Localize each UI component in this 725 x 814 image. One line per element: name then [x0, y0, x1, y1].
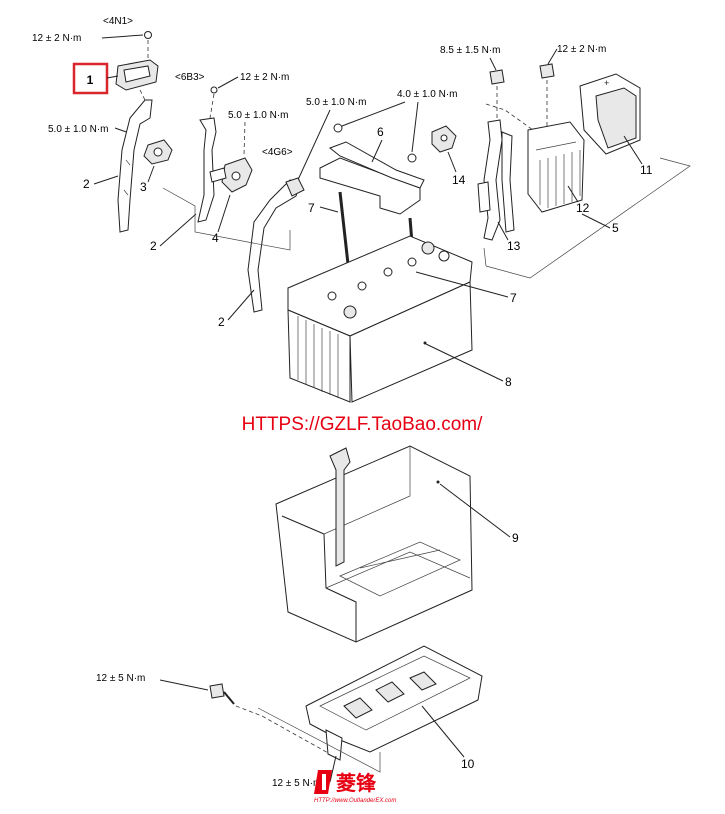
battery-sensor-part-1 — [106, 59, 159, 91]
engine-code-4g6: <4G6> — [262, 147, 293, 158]
battery-cable-part-2-left — [117, 99, 153, 233]
tray-bracket-part-10 — [305, 645, 483, 761]
callout-7a: 7 — [308, 201, 315, 215]
nut-icon — [539, 63, 555, 79]
callout-8: 8 — [505, 375, 512, 389]
callout-13: 13 — [507, 239, 521, 253]
watermark-text: HTTPS://GZLF.TaoBao.com/ — [242, 414, 483, 435]
bolt-icon — [209, 683, 235, 705]
terminal-cover-part-11: + — [579, 73, 641, 155]
callout-3: 3 — [140, 180, 147, 194]
callout-2a: 2 — [83, 177, 90, 191]
callout-2b: 2 — [150, 239, 157, 253]
callout-7b: 7 — [510, 291, 517, 305]
battery-cable-part-2-right — [247, 177, 305, 313]
callout-1-highlight-box — [72, 62, 109, 95]
torque-center-4: 4.0 ± 1.0 N·m — [397, 89, 458, 100]
engine-code-6b3: <6B3> — [175, 72, 205, 83]
callout-2c: 2 — [218, 315, 225, 329]
callout-1: 1 — [87, 73, 94, 87]
brand-logo: 菱锋 HTTP://www.OutlanderEX.com — [314, 770, 396, 804]
callout-12: 12 — [576, 201, 590, 215]
nut-icon — [489, 69, 505, 85]
battery-tray-part-9 — [275, 445, 473, 643]
torque-right-8-5: 8.5 ± 1.5 N·m — [440, 45, 501, 56]
brand-logo-text: 菱锋 — [336, 771, 377, 795]
engine-code-4n1: <4N1> — [103, 16, 133, 27]
callout-11: 11 — [640, 163, 653, 177]
torque-bottom-12-b: 12 ± 5 N·m — [272, 778, 321, 789]
torque-6b3-12: 12 ± 2 N·m — [240, 72, 289, 83]
callout-5: 5 — [612, 221, 619, 235]
terminal-part-4 — [209, 157, 253, 193]
torque-left-5: 5.0 ± 1.0 N·m — [48, 124, 109, 135]
battery-cable-part-2-middle — [197, 117, 217, 223]
nut-icon — [333, 123, 343, 133]
callout-14: 14 — [452, 173, 466, 187]
torque-center-5: 5.0 ± 1.0 N·m — [306, 97, 367, 108]
cable-part-13 — [477, 119, 515, 241]
callout-10: 10 — [461, 757, 475, 771]
brand-logo-url: HTTP://www.OutlanderEX.com — [314, 798, 396, 804]
terminal-part-3 — [143, 139, 173, 165]
plus-icon: + — [604, 78, 609, 88]
nut-icon — [407, 153, 417, 163]
bolt-icon — [144, 31, 152, 39]
torque-6b3-5: 5.0 ± 1.0 N·m — [228, 110, 289, 121]
torque-right-12: 12 ± 2 N·m — [557, 44, 606, 55]
torque-bottom-12-a: 12 ± 5 N·m — [96, 673, 145, 684]
callout-9: 9 — [512, 531, 519, 545]
battery-holder-part-6 — [319, 141, 425, 215]
battery-part-8 — [287, 235, 473, 403]
torque-top-left: 12 ± 2 N·m — [32, 33, 81, 44]
callout-4: 4 — [212, 231, 219, 245]
callout-6: 6 — [377, 125, 384, 139]
bolt-icon — [210, 86, 218, 94]
terminal-part-14 — [431, 125, 457, 153]
